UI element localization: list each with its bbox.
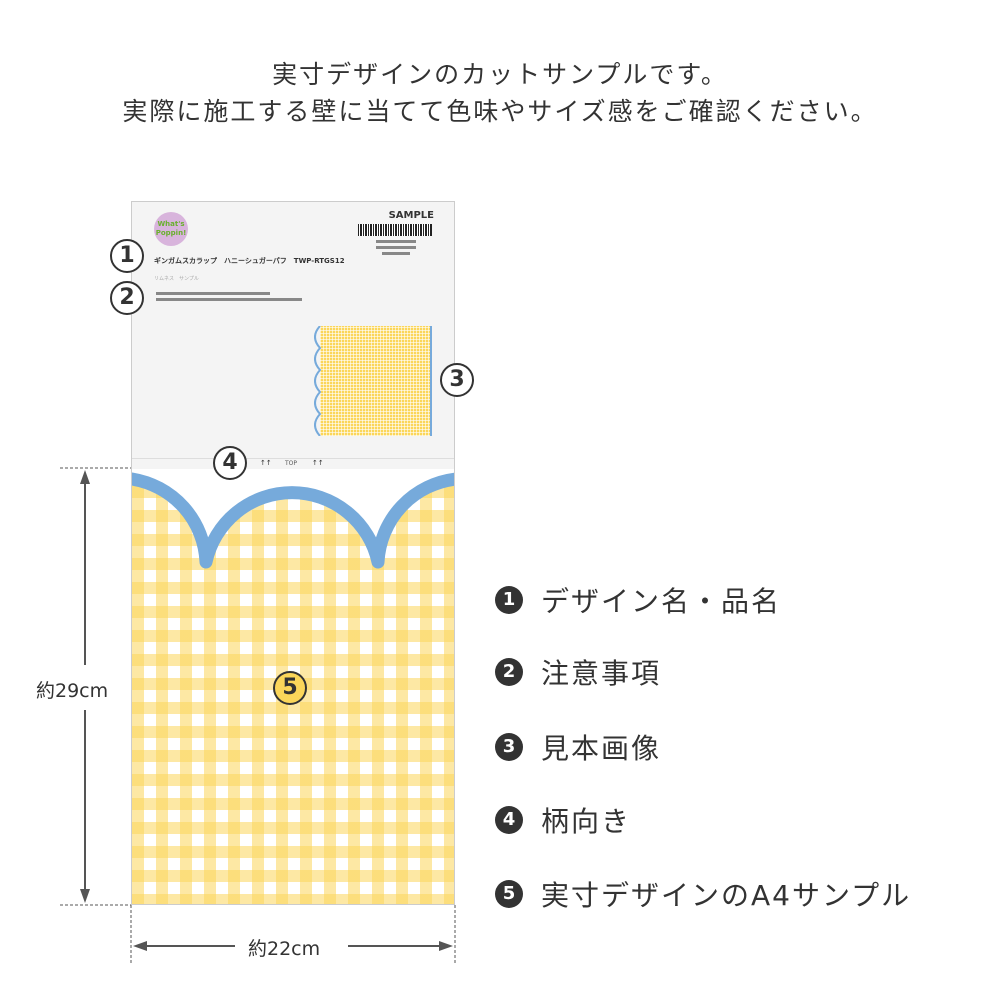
marker-2: 2 xyxy=(110,281,144,315)
heading-line-1: 実寸デザインのカットサンプルです。 xyxy=(272,60,728,89)
product-name: ギンガムスカラップ ハニーシュガーパフ TWP-RTGS12 xyxy=(154,257,345,265)
notes xyxy=(156,292,270,295)
marker-3: 3 xyxy=(440,363,474,397)
barcode xyxy=(358,224,432,236)
height-dimension: 約29cm xyxy=(36,676,109,703)
arrows-left: ↑↑ xyxy=(260,459,272,467)
scallop-border xyxy=(132,469,454,569)
logo: What's Poppin! xyxy=(154,212,188,246)
sub-label: リムネス サンプル xyxy=(154,276,199,282)
sample-label: SAMPLE xyxy=(388,210,434,221)
marker-1: 1 xyxy=(110,239,144,273)
marker-5: 5 xyxy=(273,671,307,705)
top-label: TOP xyxy=(285,460,298,467)
preview-image xyxy=(320,326,432,436)
heading-line-2: 実際に施工する壁に当てて色味やサイズ感をご確認ください。 xyxy=(122,97,878,126)
arrows-right: ↑↑ xyxy=(312,459,324,467)
marker-4: 4 xyxy=(213,446,247,480)
width-dimension: 約22cm xyxy=(248,934,321,961)
sample-card: What's Poppin! SAMPLE ギンガムスカラップ ハニーシュガーパ… xyxy=(131,201,455,905)
